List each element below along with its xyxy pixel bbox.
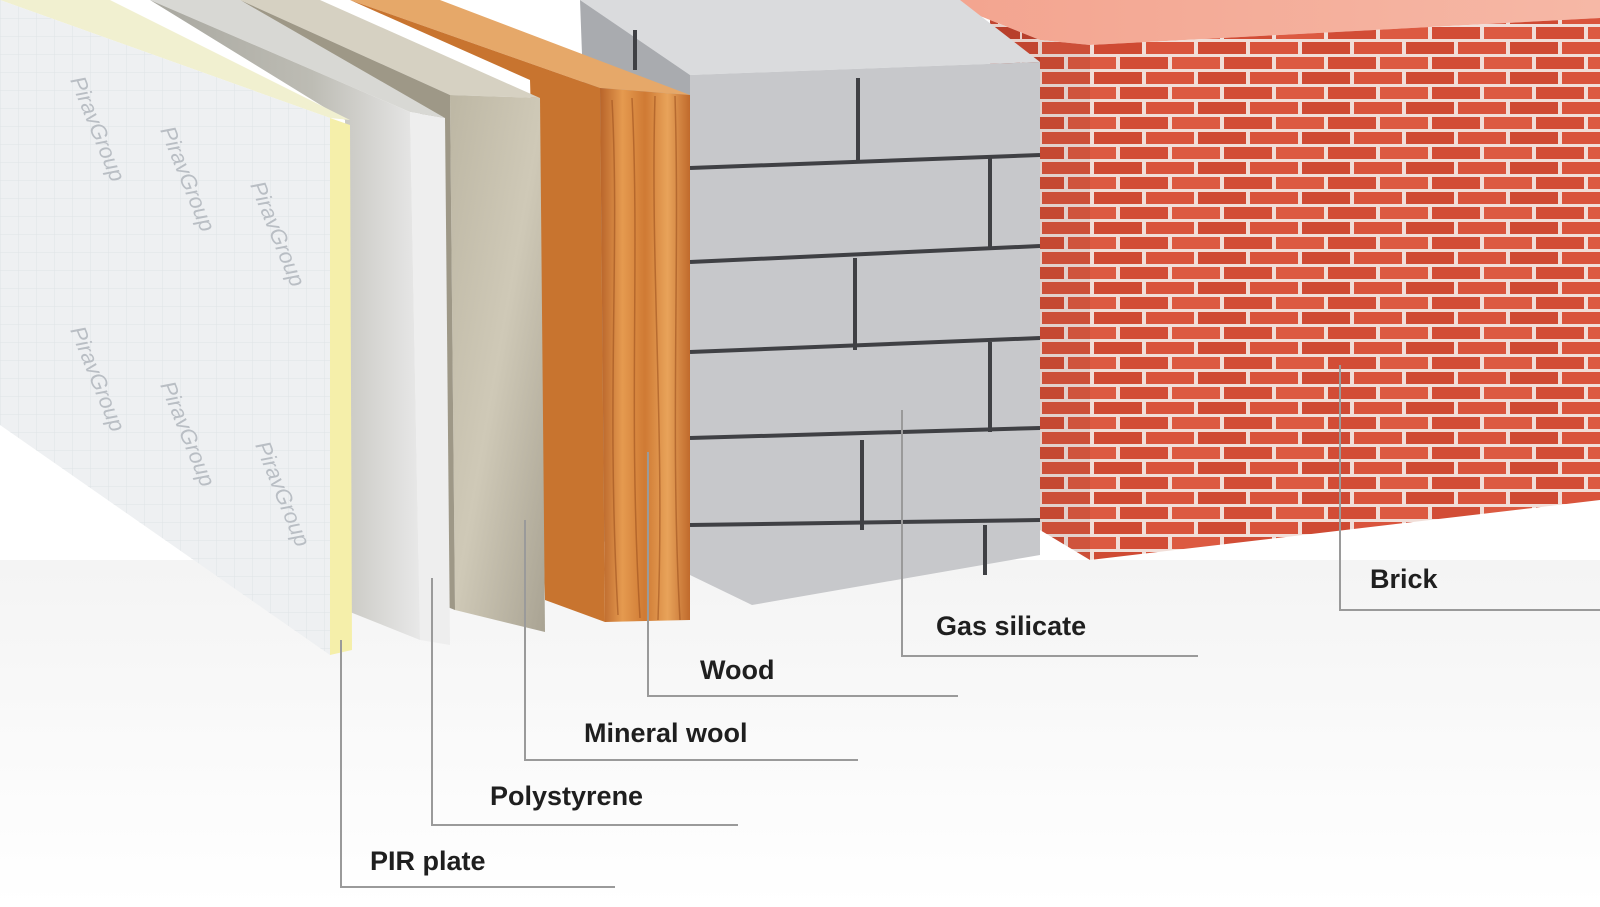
- label-wood: Wood: [700, 655, 775, 685]
- label-polystyrene: Polystyrene: [490, 781, 644, 811]
- leader-line-mineral-wool: [524, 520, 858, 761]
- polystyrene-board: [150, 0, 450, 645]
- floor: [0, 560, 1600, 907]
- label-pir-plate: PIR plate: [370, 846, 486, 876]
- leader-line-polystyrene: [431, 578, 738, 826]
- leader-line-brick: [1339, 365, 1600, 611]
- leader-line-wood: [647, 452, 958, 697]
- leader-line-gas-silicate: [901, 410, 1198, 657]
- label-brick: Brick: [1370, 564, 1438, 594]
- pir-plate: PiravGroup PiravGroup PiravGroup PiravGr…: [0, 0, 352, 655]
- leader-lines: [340, 365, 1600, 888]
- leader-line-pir-plate: [340, 640, 615, 888]
- label-mineral-wool: Mineral wool: [584, 718, 748, 748]
- label-gas-silicate: Gas silicate: [936, 611, 1087, 641]
